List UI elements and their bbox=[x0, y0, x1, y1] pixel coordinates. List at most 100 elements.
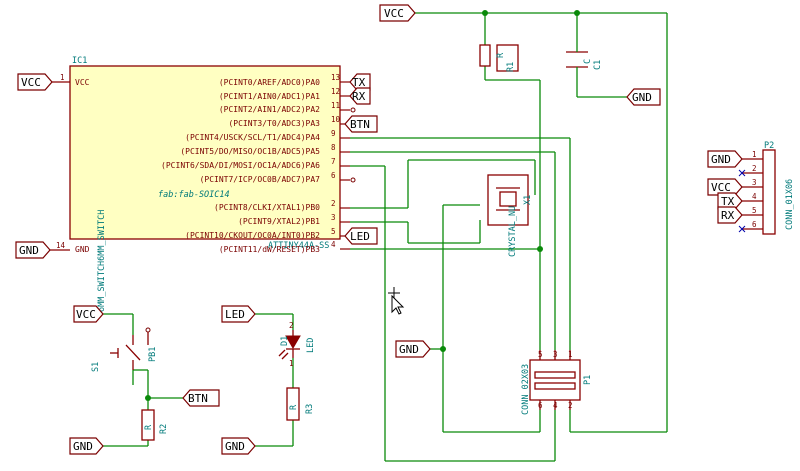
ic1-pin-1-num: 1 bbox=[60, 73, 65, 82]
svg-text:GND: GND bbox=[399, 343, 419, 356]
r2-value: R bbox=[144, 424, 154, 430]
ic1-pin-2-name: (PCINT8/CLKI/XTAL1)PB0 bbox=[214, 203, 320, 212]
svg-text:BTN: BTN bbox=[188, 392, 208, 405]
p1-symbol[interactable]: 5 3 1 6 4 2 P1 CONN_02X03 bbox=[521, 350, 593, 415]
svg-text:VCC: VCC bbox=[21, 76, 41, 89]
svg-text:RX: RX bbox=[721, 209, 735, 222]
p1-pin-3: 3 bbox=[553, 350, 558, 359]
s1-short-value: PB1 bbox=[148, 347, 158, 362]
p2-pin-5: 5 bbox=[752, 206, 757, 215]
p2-pin-4: 4 bbox=[752, 192, 757, 201]
ic1-pin-14-name: GND bbox=[75, 245, 90, 254]
r3-value: R bbox=[289, 404, 299, 410]
s1-ref: S1 bbox=[91, 362, 101, 372]
svg-text:GND: GND bbox=[19, 244, 39, 257]
ic1-ref: IC1 bbox=[72, 56, 87, 66]
x1-symbol[interactable]: X1 CRYSTAL_NU bbox=[487, 174, 533, 257]
label-p2-vcc[interactable]: VCC bbox=[707, 178, 743, 196]
r2-symbol[interactable]: R R2 bbox=[141, 409, 169, 441]
ic1-pin-6-name: (PCINT7/ICP/OC0B/ADC7)PA7 bbox=[200, 175, 321, 184]
wires bbox=[103, 12, 668, 462]
ic1-pin-8-num: 8 bbox=[331, 143, 336, 152]
r3-symbol[interactable]: R R3 bbox=[286, 387, 315, 421]
ic1-symbol[interactable]: IC1 ATTINY44A-SS fab:fab-SOIC14 1 VCC 14… bbox=[50, 56, 356, 254]
c1-symbol[interactable]: C C1 bbox=[566, 45, 603, 75]
d1-ref: D1 bbox=[280, 336, 290, 346]
svg-text:GND: GND bbox=[73, 440, 93, 453]
r1-value: R bbox=[496, 52, 506, 58]
x1-ref: X1 bbox=[523, 195, 533, 205]
label-vcc-ic[interactable]: VCC bbox=[17, 73, 53, 91]
junctions bbox=[145, 10, 580, 401]
p1-pin-6: 6 bbox=[538, 401, 543, 410]
label-led-ic[interactable]: LED bbox=[344, 227, 378, 245]
svg-text:2: 2 bbox=[289, 321, 294, 330]
d1-symbol[interactable]: 2 1 D1 LED bbox=[278, 321, 316, 368]
label-gnd-sw[interactable]: GND bbox=[69, 437, 104, 455]
svg-text:BTN: BTN bbox=[350, 118, 370, 131]
label-p2-tx[interactable]: TX bbox=[717, 192, 743, 210]
p2-symbol[interactable]: P2 CONN_01X06 1 2 3 4 5 6 bbox=[738, 141, 795, 235]
svg-text:1: 1 bbox=[289, 359, 294, 368]
label-rx-ic[interactable]: RX bbox=[349, 87, 371, 105]
label-p2-rx[interactable]: RX bbox=[717, 206, 743, 224]
label-vcc-sw[interactable]: VCC bbox=[73, 305, 104, 323]
p2-value: CONN_01X06 bbox=[785, 179, 795, 230]
r3-ref: R3 bbox=[305, 404, 315, 414]
p1-pin-1: 1 bbox=[568, 350, 573, 359]
ic1-pin-8-name: (PCINT5/DO/MISO/OC1B/ADC5)PA5 bbox=[180, 147, 320, 156]
p1-ref: P1 bbox=[583, 375, 593, 385]
label-gnd-cap[interactable]: GND bbox=[626, 88, 661, 106]
p2-pin-3: 3 bbox=[752, 178, 757, 187]
label-led-d[interactable]: LED bbox=[221, 305, 256, 323]
label-tx-ic[interactable]: TX bbox=[349, 73, 371, 91]
svg-text:LED: LED bbox=[350, 230, 370, 243]
ic1-pin-14-num: 14 bbox=[56, 241, 66, 250]
label-gnd-ic[interactable]: GND bbox=[15, 241, 51, 259]
label-btn-sw[interactable]: BTN bbox=[182, 389, 220, 407]
c1-value: C bbox=[583, 59, 593, 64]
p2-ref: P2 bbox=[764, 141, 774, 151]
p2-pin-1: 1 bbox=[752, 150, 757, 159]
ic1-pin-12-num: 12 bbox=[331, 87, 340, 96]
svg-text:GND: GND bbox=[632, 91, 652, 104]
ic1-body bbox=[69, 65, 341, 240]
svg-text:TX: TX bbox=[721, 195, 735, 208]
svg-text:VCC: VCC bbox=[711, 181, 731, 194]
ic1-pin-1-name: VCC bbox=[75, 78, 90, 87]
mouse-cursor-icon bbox=[388, 287, 405, 315]
s1-value: 6MM_SWITCH6MM_SWITCH bbox=[97, 210, 107, 312]
ic1-pin-6-nc bbox=[350, 177, 356, 183]
ic1-pin-13-name: (PCINT0/AREF/ADC0)PA0 bbox=[219, 78, 320, 87]
svg-text:TX: TX bbox=[352, 76, 366, 89]
ic1-pin-7-name: (PCINT6/SDA/DI/MOSI/OC1A/ADC6)PA6 bbox=[161, 161, 320, 170]
c1-ref: C1 bbox=[593, 60, 603, 70]
label-vcc-top[interactable]: VCC bbox=[379, 4, 416, 22]
s1-symbol[interactable]: S1 6MM_SWITCH6MM_SWITCH PB1 bbox=[91, 210, 158, 372]
r1-ref: R1 bbox=[506, 62, 516, 72]
x1-value: CRYSTAL_NU bbox=[508, 206, 518, 257]
label-p2-gnd[interactable]: GND bbox=[707, 150, 743, 168]
ic1-part: ATTINY44A-SS bbox=[268, 241, 329, 251]
svg-text:LED: LED bbox=[225, 308, 245, 321]
label-btn-ic[interactable]: BTN bbox=[344, 115, 378, 133]
r1-symbol[interactable]: R R1 bbox=[479, 44, 519, 72]
ic1-pin-13-num: 13 bbox=[331, 73, 340, 82]
ic1-footprint: fab:fab-SOIC14 bbox=[158, 190, 230, 200]
d1-value: LED bbox=[306, 338, 316, 353]
ic1-pin-9-name: (PCINT4/USCK/SCL/T1/ADC4)PA4 bbox=[185, 133, 320, 142]
ic1-pin-11-num: 11 bbox=[331, 101, 340, 110]
ic1-pin-10-num: 10 bbox=[331, 115, 341, 124]
label-gnd-conn[interactable]: GND bbox=[395, 340, 431, 358]
ic1-pin-6-num: 6 bbox=[331, 171, 336, 180]
ic1-pin-4-name: (PCINT11/dW/RESET)PB3 bbox=[219, 245, 320, 254]
ic1-pin-10-name: (PCINT3/T0/ADC3)PA3 bbox=[228, 119, 320, 128]
r2-ref: R2 bbox=[159, 424, 169, 434]
ic1-pin-5-name: (PCINT10/CKOUT/OC0A/INT0)PB2 bbox=[185, 231, 320, 240]
p1-value: CONN_02X03 bbox=[521, 364, 531, 415]
ic1-pin-3-num: 3 bbox=[331, 213, 336, 222]
ic1-pin-4-num: 4 bbox=[331, 240, 336, 249]
label-gnd-d[interactable]: GND bbox=[221, 437, 256, 455]
